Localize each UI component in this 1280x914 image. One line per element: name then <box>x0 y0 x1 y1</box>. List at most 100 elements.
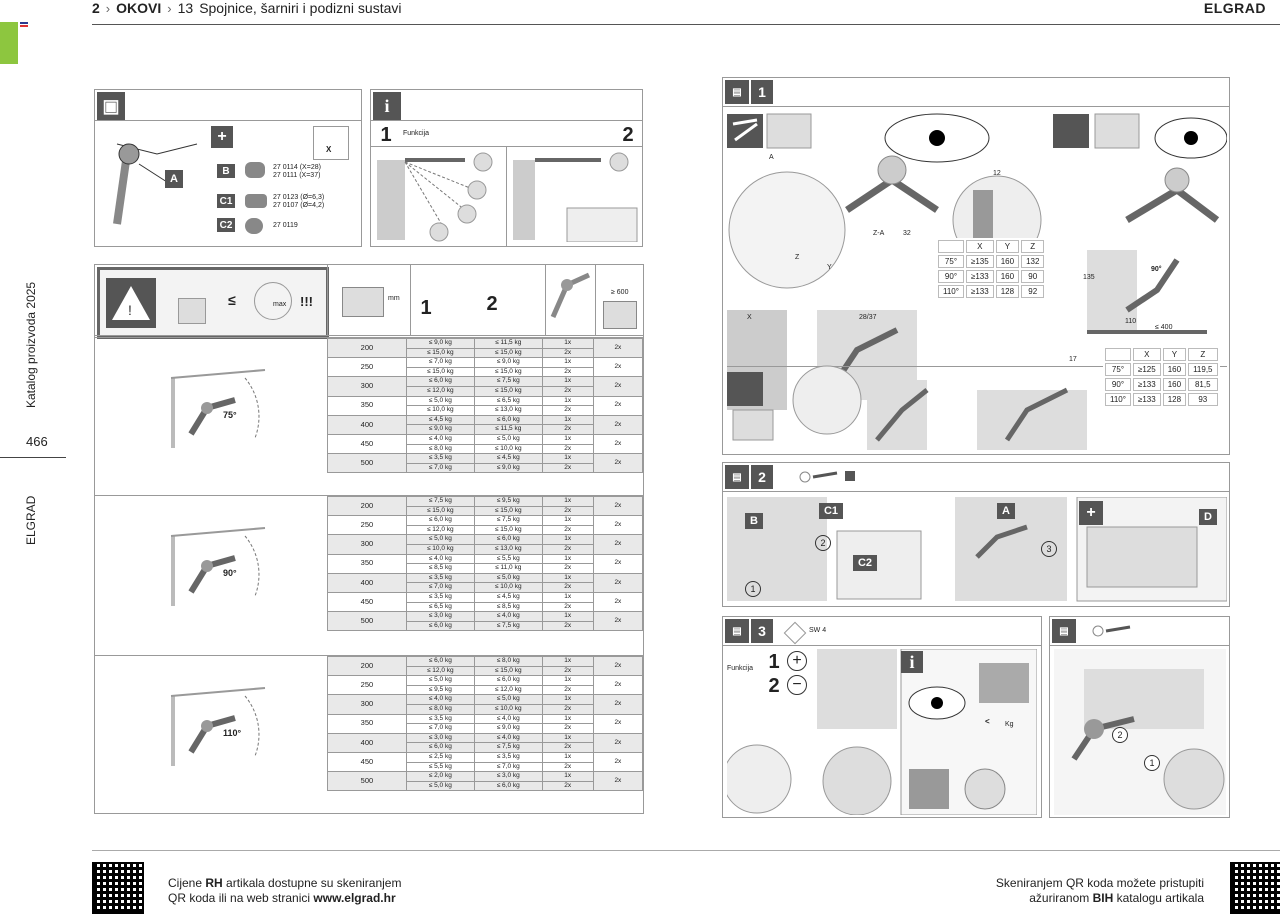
weight-cell: ≤ 15,0 kg <box>473 347 543 359</box>
weight-cell: ≤ 4,0 kg <box>473 611 543 622</box>
height-cell: 350 <box>327 395 407 416</box>
step2-label-a: A <box>997 503 1015 519</box>
height-cell: 500 <box>327 453 407 474</box>
height-cell: 450 <box>327 433 407 455</box>
weight-cell: ≤ 4,0 kg <box>405 433 475 445</box>
dim-400: ≤ 400 <box>1155 324 1173 331</box>
crumb-1-label[interactable]: OKOVI <box>116 0 162 16</box>
weight-cell: 2x <box>541 385 594 397</box>
weight-cell: ≤ 10,0 kg <box>405 543 475 555</box>
screwdriver-icon <box>1092 625 1131 637</box>
count-cell: 2x <box>592 553 644 574</box>
step2-label-d: D <box>1199 509 1217 525</box>
height-cell: 450 <box>327 591 407 613</box>
weight-cell: ≤ 6,0 kg <box>473 534 543 545</box>
parts-panel: ▣ A + X B 27 0114 (X=28) 27 0111 (X=37) … <box>94 89 362 247</box>
dims-cell: 160 <box>1162 363 1187 376</box>
weight-cell: ≤ 9,0 kg <box>473 723 543 734</box>
height-cell: 400 <box>327 414 407 435</box>
weight-cell: 2x <box>541 405 594 416</box>
parts-panel-header <box>95 90 361 121</box>
hex-key-icon <box>783 621 807 645</box>
step-4-header-rule <box>1050 645 1229 646</box>
function-label: Funkcija <box>403 130 430 137</box>
weight-cell: 1x <box>541 732 594 744</box>
info-icon: i <box>373 92 401 120</box>
footer-left-text: Cijene RH artikala dostupne su skeniranj… <box>168 876 401 906</box>
weight-cell: ≤ 15,0 kg <box>473 524 543 536</box>
weight-cell: ≤ 5,0 kg <box>473 433 543 445</box>
weight-cell: ≤ 7,5 kg <box>473 376 543 387</box>
dims-cell: 128 <box>1162 393 1187 406</box>
weight-cell: ≤ 3,0 kg <box>405 611 475 622</box>
footer-rule <box>92 850 1280 851</box>
part-c1-image <box>245 194 267 208</box>
website-link[interactable]: www.elgrad.hr <box>313 891 396 905</box>
weight-cell: 2x <box>541 684 594 696</box>
weight-cell: 1x <box>541 414 594 426</box>
table-row: 110° ≥133 128 92 <box>938 285 1045 298</box>
weight-cell: ≤ 6,0 kg <box>405 376 475 387</box>
dims-head <box>1105 348 1131 361</box>
dim-z: Z <box>795 254 800 261</box>
qr-code-rh[interactable] <box>92 862 144 914</box>
weight-cell: ≤ 5,0 kg <box>473 572 543 584</box>
weight-cell: ≤ 15,0 kg <box>473 366 543 378</box>
weight-cell: 2x <box>541 723 594 734</box>
crumb-2-num: 13 <box>177 0 194 16</box>
plus-icon: + <box>1079 501 1103 525</box>
part-c1-line1: 27 0123 (Ø=6,3) <box>273 194 325 201</box>
height-cell: 400 <box>327 732 407 753</box>
increase-button[interactable]: + <box>787 651 807 671</box>
weight-cell: ≤ 8,0 kg <box>405 703 475 715</box>
catalog-label: Katalog proizvoda 2025 <box>24 281 38 408</box>
decrease-button[interactable]: − <box>787 675 807 695</box>
dims-cell: ≥133 <box>965 270 994 283</box>
weight-cell: ≤ 7,0 kg <box>405 462 475 474</box>
install-step-4-panel: ▤ 2 1 <box>1049 616 1230 818</box>
weight-cell: ≤ 2,5 kg <box>405 751 475 763</box>
weight-cell: ≤ 12,0 kg <box>405 665 475 677</box>
install-step-3-panel: ▤ 3 SW 4 Funkcija 1 2 + − i < Kg <box>722 616 1042 818</box>
lift-arm-icon <box>550 272 591 319</box>
dims-head <box>938 240 964 253</box>
qr-code-bih[interactable] <box>1230 862 1280 914</box>
kg-max-circle: max <box>254 282 292 320</box>
weight-cell: ≤ 4,5 kg <box>473 453 543 464</box>
dims-angle: 110° <box>938 285 964 298</box>
part-c1-badge: C1 <box>217 194 235 208</box>
weight-cell: ≤ 10,0 kg <box>405 405 475 416</box>
dims-head: Z <box>1188 348 1218 361</box>
weight-cell: ≤ 15,0 kg <box>473 665 543 677</box>
side-divider <box>0 457 66 458</box>
weight-cell: ≤ 5,0 kg <box>405 675 475 686</box>
size-header-cell: ≥ 600 <box>595 265 643 335</box>
step2-num-3: 3 <box>1041 541 1057 557</box>
weight-cell: ≤ 6,0 kg <box>405 656 475 667</box>
weight-cell: ≤ 7,5 kg <box>473 620 543 632</box>
weight-cell: 2x <box>541 582 594 593</box>
table-header-rule <box>95 335 643 336</box>
install-step-2-drawing <box>727 497 1227 602</box>
dims-head: X <box>965 240 994 253</box>
dims-head: Y <box>995 240 1020 253</box>
info-icon: i <box>901 651 923 673</box>
part-c2-image <box>245 218 263 234</box>
config-num-1: 1 <box>420 296 432 319</box>
table-row: 90° ≥133 160 90 <box>938 270 1045 283</box>
crumb-2-label[interactable]: Spojnice, šarniri i podizni sustavi <box>199 0 402 16</box>
weight-cell: ≤ 8,0 kg <box>473 656 543 667</box>
weight-cell: ≤ 9,0 kg <box>473 462 543 474</box>
weight-cell: ≤ 4,0 kg <box>473 713 543 725</box>
count-cell: 2x <box>592 414 644 435</box>
weight-cell: ≤ 10,0 kg <box>473 703 543 715</box>
dims-cell: 92 <box>1021 285 1045 298</box>
height-cell: 500 <box>327 771 407 792</box>
